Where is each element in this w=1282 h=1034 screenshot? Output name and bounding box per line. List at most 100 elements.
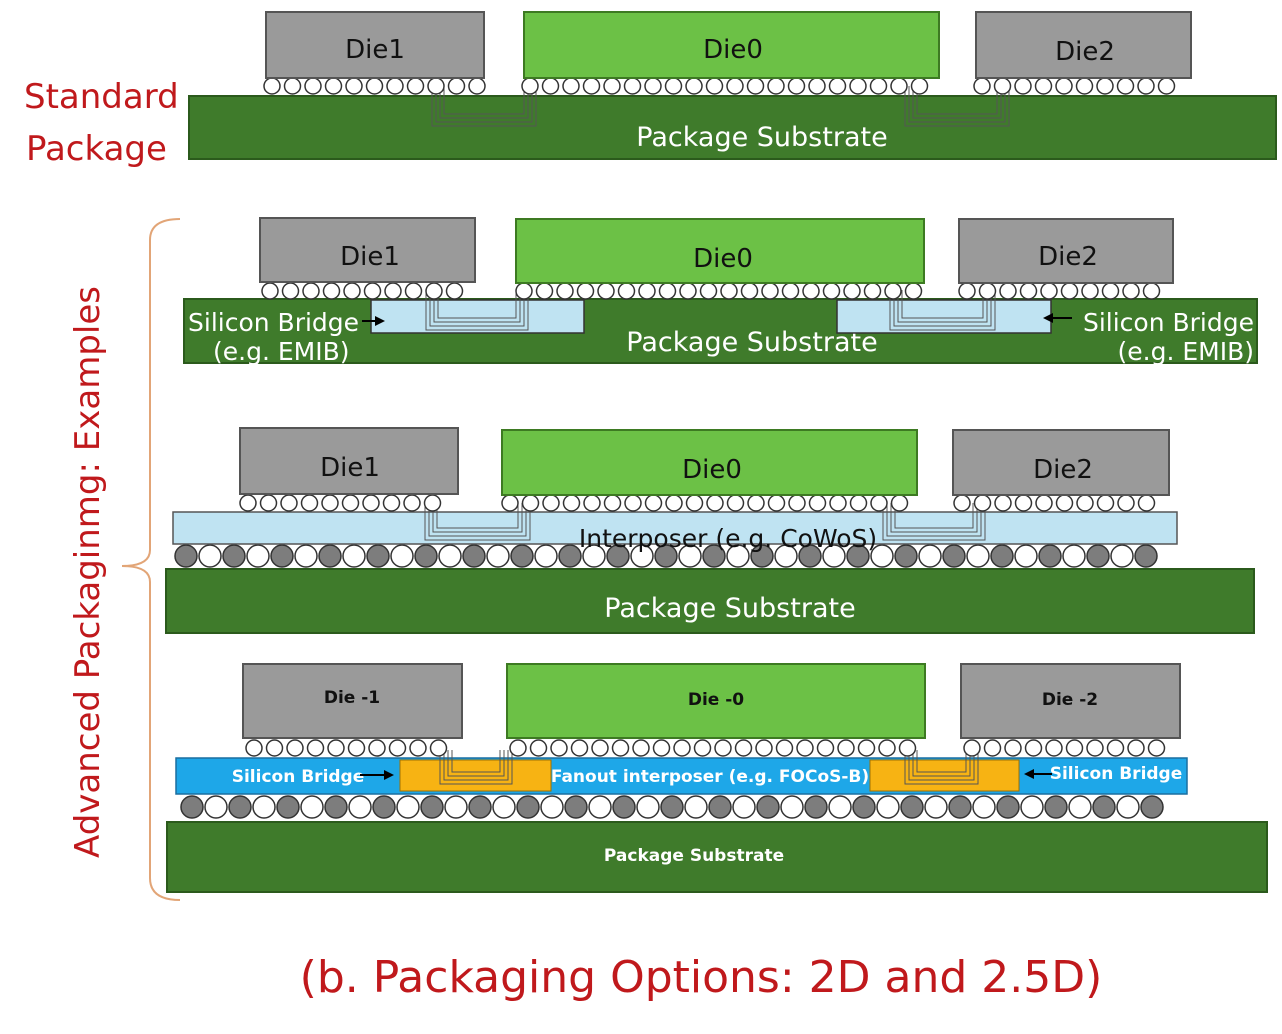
solder-bump (1014, 77, 1032, 95)
solder-bump (740, 282, 759, 300)
solder-bump (898, 739, 917, 757)
solder-bump (588, 795, 612, 819)
routing-trace (433, 290, 521, 323)
solder-bump (239, 494, 257, 512)
solder-bump (843, 282, 861, 300)
standard-die2-label: Die2 (1055, 37, 1115, 67)
solder-bump (603, 77, 621, 95)
standard-bumps-die1 (263, 77, 486, 95)
routing-trace (889, 290, 996, 331)
emib-die0-label: Die0 (693, 244, 753, 274)
solder-bump (983, 739, 1002, 757)
solder-bump (972, 795, 996, 819)
solder-bump (973, 494, 992, 512)
solder-bump (705, 77, 724, 95)
solder-bump (1014, 544, 1038, 568)
solder-bump (808, 494, 827, 512)
emib-bridge-left (370, 299, 585, 334)
solder-bump (1060, 282, 1079, 300)
solder-bump (281, 282, 300, 300)
solder-bump (423, 494, 442, 512)
solder-bump (684, 795, 708, 819)
routing-trace (431, 86, 537, 127)
solder-bump (726, 77, 744, 95)
focos-c4-bumps (180, 795, 1164, 819)
solder-bump (1024, 739, 1043, 757)
routing-trace (904, 86, 1010, 127)
solder-bump (787, 77, 806, 95)
solder-bump (708, 795, 732, 819)
cowos-die1 (239, 427, 459, 495)
solder-bump (283, 77, 302, 95)
cowos-interposer (172, 511, 1178, 545)
routing-trace (436, 503, 519, 529)
solder-bump (550, 739, 568, 757)
solder-bump (732, 795, 756, 819)
solder-bump (365, 77, 384, 95)
solder-bump (993, 77, 1012, 95)
standard-die1 (265, 11, 485, 79)
solder-bump (999, 282, 1017, 300)
caption: (b. Packaging Options: 2D and 2.5D) (299, 952, 1103, 1003)
solder-bump (345, 77, 363, 95)
solder-bump (658, 282, 677, 300)
solder-bump (828, 77, 847, 95)
emib-die1-label: Die1 (340, 242, 400, 272)
solder-bump (678, 544, 702, 568)
solder-bump (1065, 739, 1084, 757)
standard-bumps-die2 (973, 77, 1176, 95)
standard-substrate (188, 95, 1277, 160)
solder-bump (756, 795, 780, 819)
solder-bump (261, 282, 279, 300)
solder-bump (702, 544, 726, 568)
solder-bump (276, 795, 300, 819)
solder-bump (445, 282, 464, 300)
cowos-die2-label: Die2 (1033, 455, 1093, 485)
solder-bump (652, 739, 671, 757)
solder-bump (606, 544, 630, 568)
solder-bump (300, 494, 319, 512)
emib-bridge-left-label-line2: (e.g. EMIB) (213, 337, 350, 366)
routing-trace (916, 86, 998, 115)
focos-bridge-right-label: Silicon Bridge (1050, 764, 1183, 784)
solder-bump (996, 795, 1020, 819)
solder-bump (388, 739, 407, 757)
solder-bump (1096, 494, 1115, 512)
solder-bump (1035, 494, 1053, 512)
solder-bump (324, 795, 348, 819)
emib-bridge-right-label-line2: (e.g. EMIB) (1118, 337, 1255, 366)
cowos-die0 (501, 429, 918, 496)
solder-bump (444, 795, 468, 819)
solder-bump (822, 544, 846, 568)
solder-bump (630, 544, 654, 568)
solder-bump (259, 494, 278, 512)
solder-bump (228, 795, 252, 819)
cowos-substrate (165, 568, 1255, 634)
solder-bump (767, 77, 785, 95)
solder-bump (798, 544, 822, 568)
solder-bump (529, 739, 548, 757)
solder-bump (918, 544, 942, 568)
solder-bump (1055, 494, 1074, 512)
solder-bump (900, 795, 924, 819)
solder-bump (617, 282, 636, 300)
solder-bump (966, 544, 990, 568)
solder-bump (321, 494, 339, 512)
emib-bumps-die0 (515, 282, 923, 300)
routing-trace (916, 750, 967, 773)
solder-bump (597, 282, 615, 300)
routing-trace (443, 86, 525, 115)
emib-route-left (425, 290, 529, 331)
solder-bump (521, 494, 540, 512)
solder-bump (1142, 282, 1161, 300)
solder-bump (1127, 739, 1145, 757)
solder-bump (263, 77, 281, 95)
routing-trace (425, 290, 529, 331)
cowos-die0-label: Die0 (682, 455, 742, 485)
solder-bump (876, 795, 900, 819)
solder-bump (396, 795, 420, 819)
solder-bump (372, 795, 396, 819)
solder-bump (852, 795, 876, 819)
routing-trace (912, 750, 971, 777)
